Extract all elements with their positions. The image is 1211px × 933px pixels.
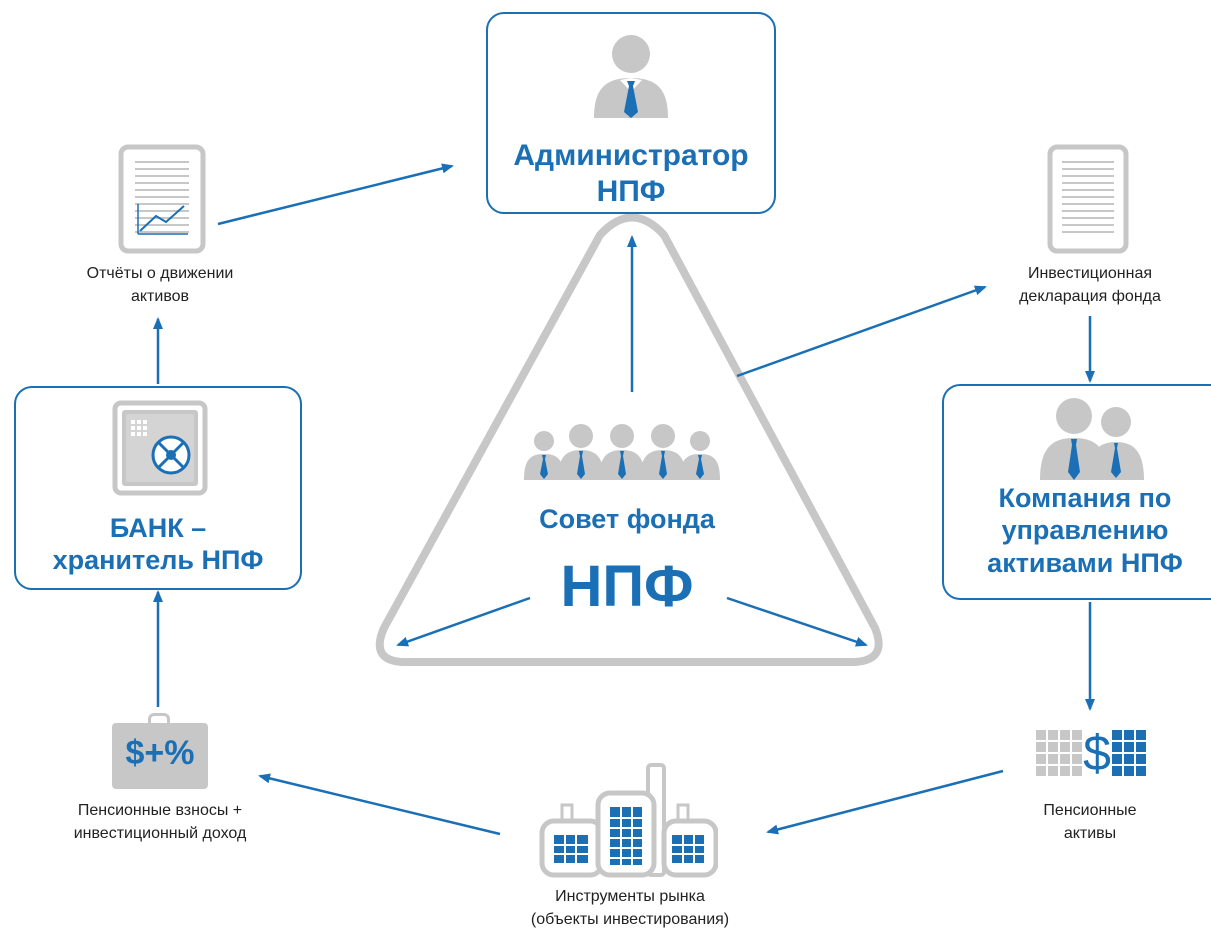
two-persons-icon (1040, 398, 1144, 480)
assets-caption-line1: Пенсионные (1043, 802, 1137, 819)
money-case-icon: $+% (112, 713, 208, 789)
arrow-reports-to-administrator (217, 163, 454, 226)
administrator-title-line1: Администратор (513, 139, 749, 172)
declaration-caption-line2: декларация фонда (1019, 288, 1161, 306)
council-subtitle: НПФ (560, 554, 694, 619)
bank-title: БАНК – хранитель НПФ (16, 512, 300, 577)
company-title-line3: активами НПФ (987, 547, 1183, 578)
arrow-council-to-right-corner (726, 596, 868, 647)
administrator-box: Администратор НПФ (486, 12, 776, 214)
declaration-caption: Инвестиционная декларация фонда (970, 262, 1210, 308)
arrow-instruments-to-contributions (258, 773, 501, 836)
company-title-line1: Компания по (998, 483, 1172, 513)
instruments-caption-line2: (объекты инвестирования) (530, 911, 730, 929)
administrator-title-line2: НПФ (596, 175, 666, 208)
company-title-line2: управлению (1001, 515, 1169, 546)
contributions-caption: Пенсионные взносы + инвестиционный доход (30, 799, 290, 845)
reports-caption: Отчёты о движении активов (40, 262, 280, 308)
arrow-council-to-left-corner (396, 596, 531, 647)
company-title: Компания по управлению активами НПФ (944, 482, 1211, 579)
instruments-caption: Инструменты рынка (объекты инвестировани… (480, 885, 780, 931)
person-icon (594, 35, 668, 118)
instruments-caption-line1: Инструменты рынка (555, 888, 705, 905)
assets-caption: Пенсионные активы (1000, 799, 1180, 845)
reports-caption-line2: активов (130, 288, 190, 306)
contributions-caption-line2: инвестиционный доход (73, 825, 247, 843)
assets-caption-line2: активы (1063, 825, 1117, 843)
assets-grid-icon: $ (1036, 725, 1146, 781)
factory-icon (539, 763, 718, 878)
report-chart-icon (118, 144, 206, 254)
bank-title-line1: БАНК – (109, 513, 207, 543)
assets-dollar-sign: $ (1083, 725, 1111, 781)
document-icon (1047, 144, 1129, 254)
money-case-text: $+% (125, 734, 195, 772)
safe-icon (112, 400, 208, 496)
arrow-assets-to-instruments (766, 769, 1004, 835)
council-title: Совет фонда (539, 504, 715, 534)
administrator-title: Администратор НПФ (488, 138, 774, 210)
group-icon (524, 424, 720, 480)
reports-caption-line1: Отчёты о движении (86, 265, 234, 282)
bank-box: БАНК – хранитель НПФ (14, 386, 302, 590)
declaration-caption-line1: Инвестиционная (1027, 265, 1153, 282)
bank-title-line2: хранитель НПФ (52, 545, 264, 576)
council-triangle (375, 213, 883, 666)
contributions-caption-line1: Пенсионные взносы + (77, 802, 243, 819)
company-box: Компания по управлению активами НПФ (942, 384, 1211, 600)
arrow-council-to-declaration (736, 285, 987, 378)
